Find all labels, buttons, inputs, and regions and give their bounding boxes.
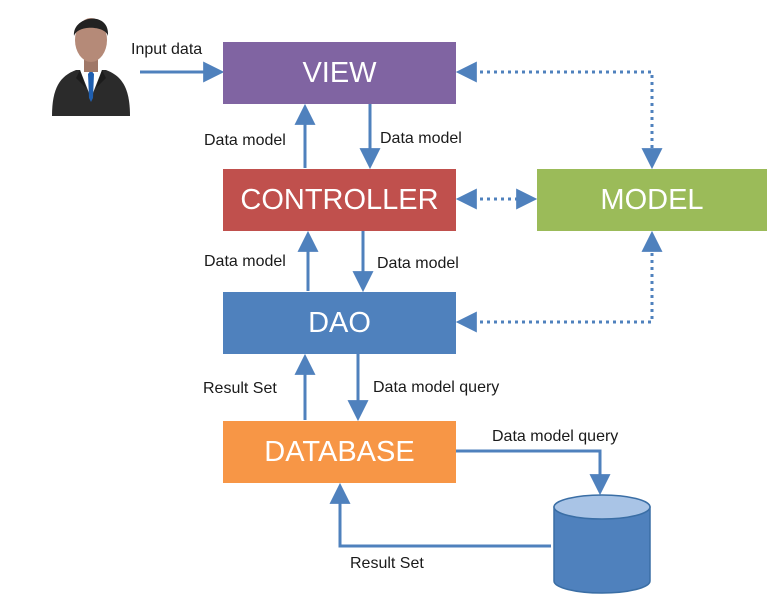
input-data-label: Input data [131,41,203,58]
dotted-view-model [455,61,663,170]
controller-box-label: CONTROLLER [240,183,439,216]
result-set-label-storage-to-database: Result Set [350,555,424,572]
user-icon [52,18,130,116]
database-box: DATABASE [223,421,456,483]
view-box: VIEW [223,42,456,104]
data-model-label-controller-to-dao: Data model [377,255,459,272]
data-model-label-view-to-controller: Data model [380,130,462,147]
data-model-query-label-database-to-storage: Data model query [492,428,619,445]
data-model-query-label-dao-to-database: Data model query [373,379,500,396]
model-box-label: MODEL [600,183,704,216]
database-box-label: DATABASE [264,435,415,468]
model-box: MODEL [537,169,767,231]
dao-box: DAO [223,292,456,354]
result-set-label-database-to-dao: Result Set [203,380,277,397]
dao-box-label: DAO [308,306,371,339]
arrow-storage-to-database [329,482,551,548]
data-model-label-controller-to-view: Data model [204,132,286,149]
controller-box: CONTROLLER [223,169,456,231]
arrow-database-to-storage [456,449,611,496]
view-box-label: VIEW [302,56,377,89]
data-model-label-dao-to-controller: Data model [204,253,286,270]
database-cylinder-icon [553,494,651,594]
dotted-dao-model [455,230,663,333]
